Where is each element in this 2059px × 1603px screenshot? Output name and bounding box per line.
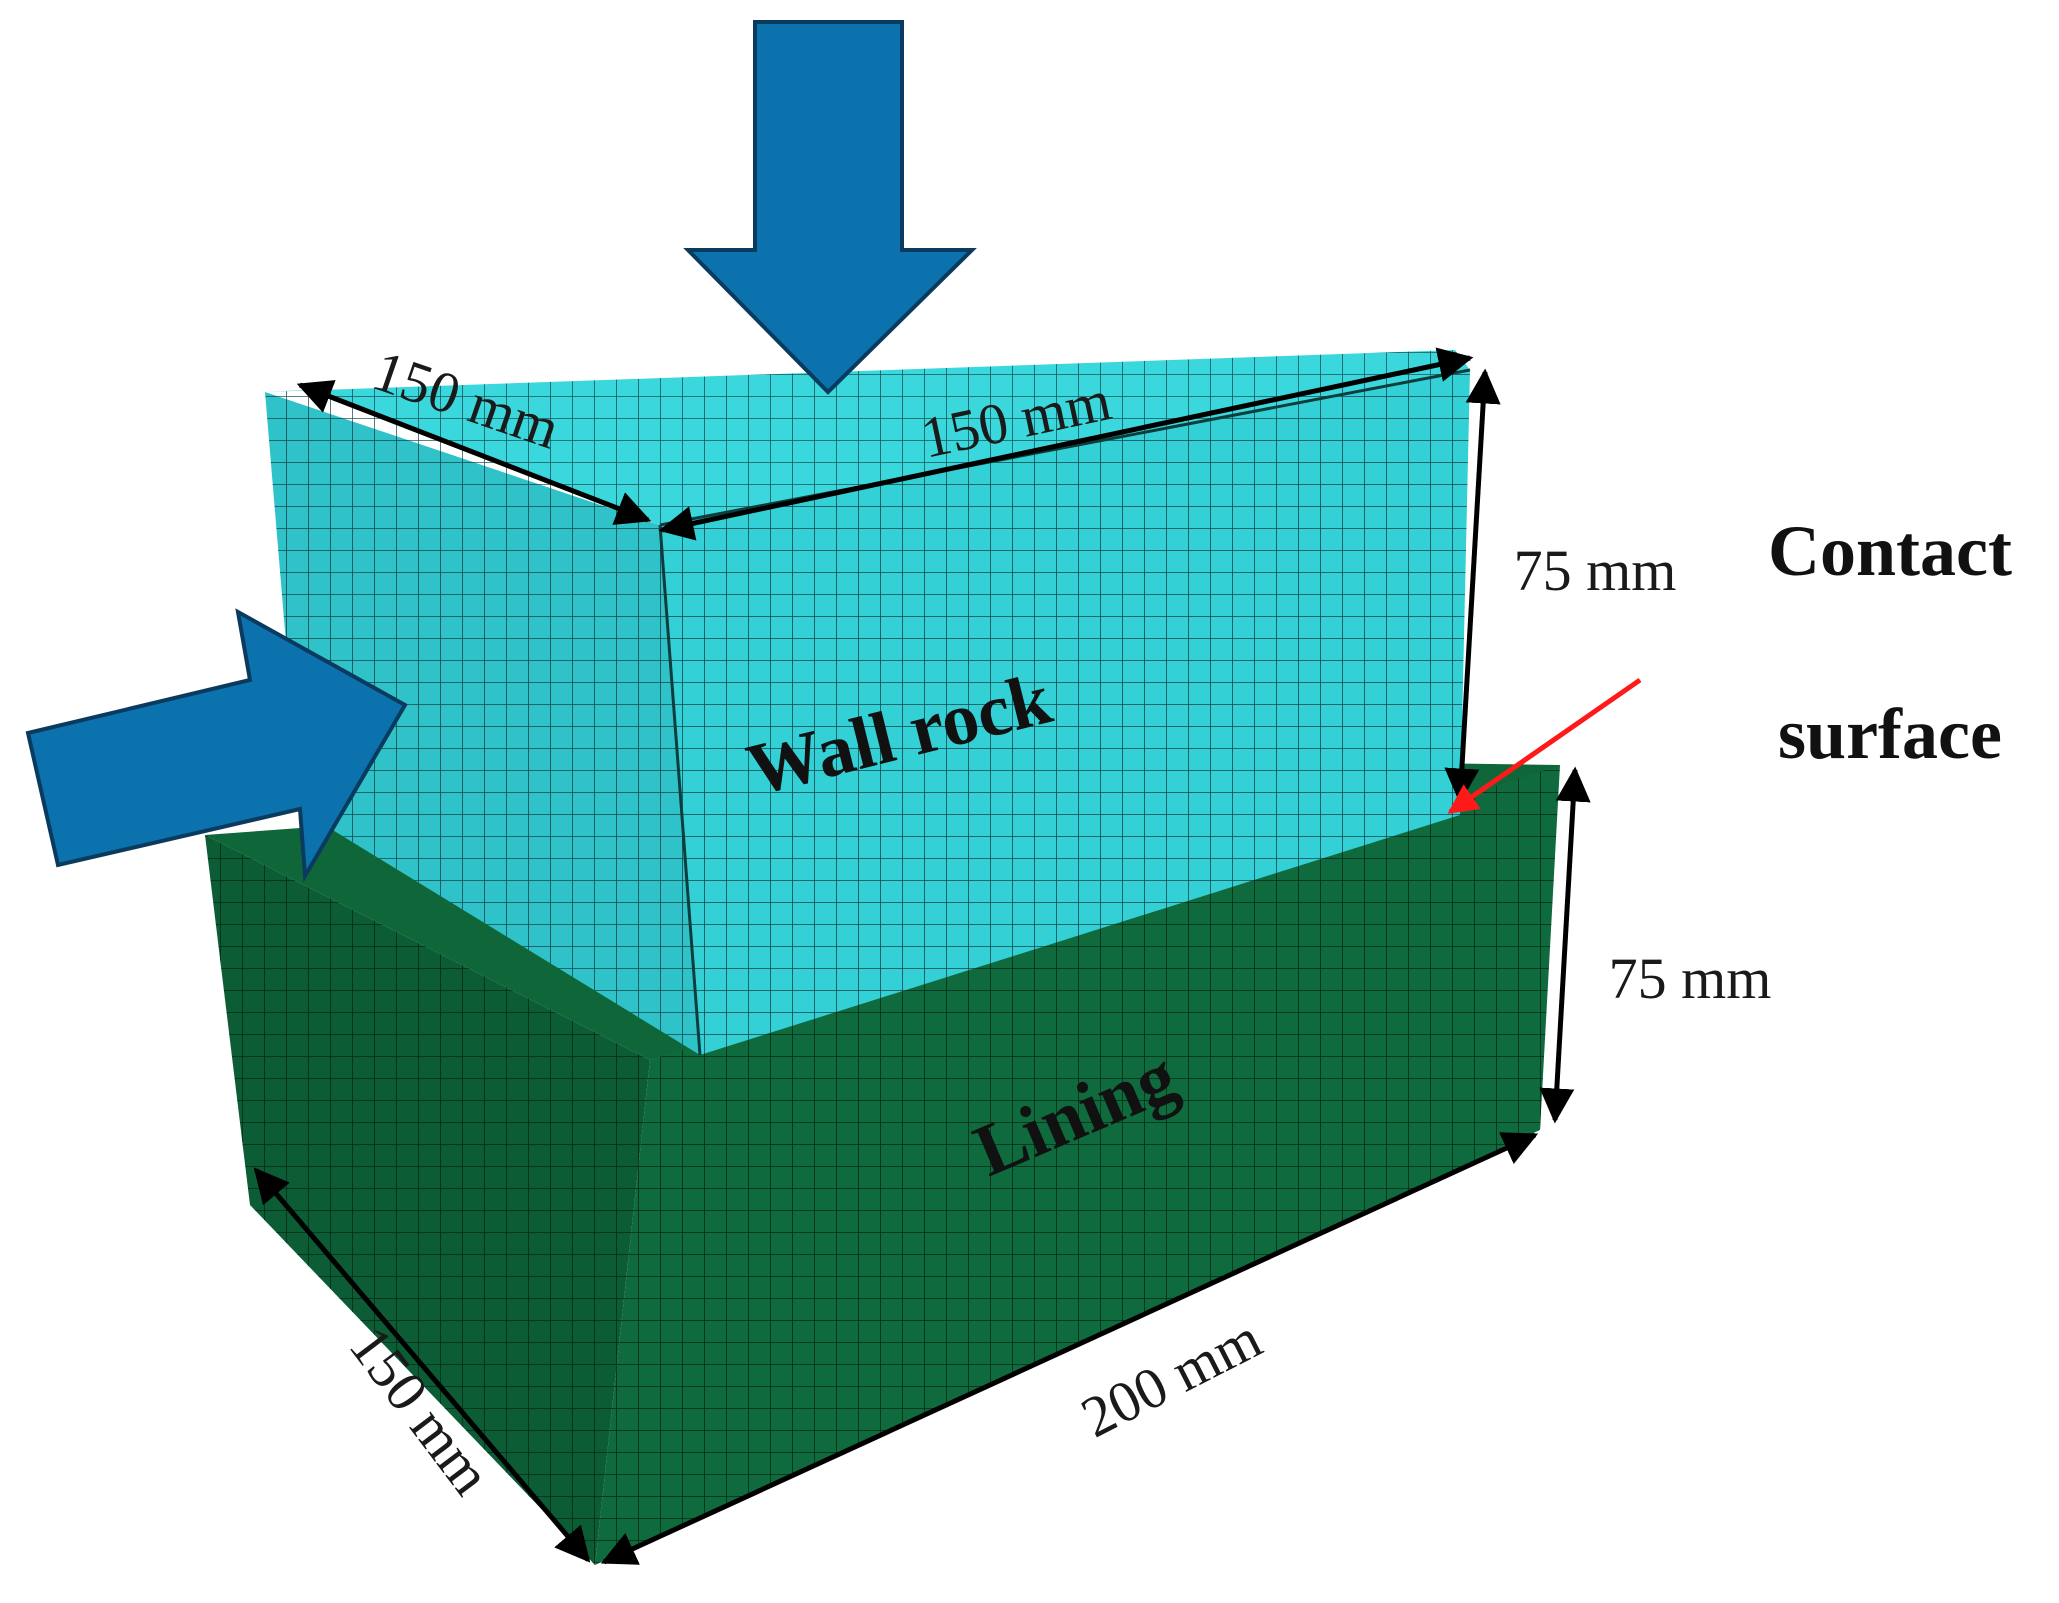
contact-surface-label-line1: Contact	[1768, 511, 2012, 591]
bottom-height-label: 75 mm	[1609, 946, 1772, 1011]
down-arrow-icon	[683, 20, 977, 395]
contact-surface-label-line2: surface	[1778, 694, 2002, 774]
top-height-label: 75 mm	[1514, 538, 1677, 603]
contact-surface-pointer	[1447, 677, 1642, 815]
right-arrow-icon	[25, 608, 408, 883]
dimension-lines	[253, 347, 1591, 1565]
